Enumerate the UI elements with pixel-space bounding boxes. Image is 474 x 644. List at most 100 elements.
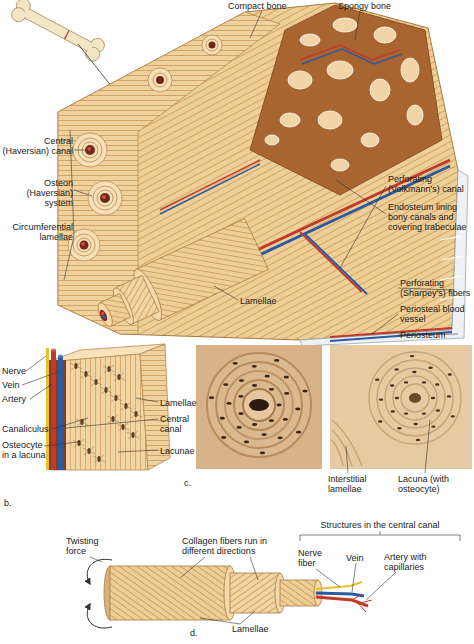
leader-lines (355, 11, 360, 40)
canaliculus (100, 386, 112, 394)
part-label: Endosteum lining bony canals and coverin… (388, 202, 474, 232)
spongy-bone (333, 18, 357, 32)
part-label: Compact bone (228, 1, 300, 11)
lacuna-dots (375, 355, 455, 441)
spongy-bone (401, 58, 419, 82)
lacuna (262, 433, 267, 436)
telescoped-osteon (98, 309, 109, 322)
canaliculus (70, 362, 82, 370)
leader-lines (240, 611, 255, 624)
spongy-bone (265, 135, 279, 145)
long-bone-icon (64, 30, 69, 39)
spongy-bone (302, 49, 402, 64)
part-label: Vein (2, 380, 42, 390)
osteon-cross-section (100, 193, 110, 203)
osteon-cross-section (87, 147, 91, 151)
lacuna (274, 359, 279, 362)
lacuna (391, 410, 395, 412)
part-label: Periosteum (400, 330, 472, 340)
leader-lines (136, 398, 158, 402)
part-label: Collagen fibers run in different directi… (182, 536, 292, 556)
part-label: Lamellae (240, 296, 290, 306)
osteon-cylinder (316, 593, 364, 596)
osteon-cross-section (153, 73, 167, 87)
leader-lines (70, 130, 74, 236)
part-label: Spongy bone (338, 1, 408, 11)
lacuna (284, 376, 289, 379)
panel-letter: d. (190, 628, 210, 638)
canaliculus (90, 378, 102, 386)
osteon-cross-section (156, 76, 164, 84)
spongy-bone (280, 113, 300, 127)
micrograph (369, 352, 461, 444)
spongy-bone (361, 133, 379, 147)
bracket-label: Structures in the central canal (292, 520, 468, 530)
leader-lines (372, 314, 398, 334)
blood-vessels (300, 232, 362, 292)
micrograph (385, 368, 445, 428)
blood-vessels (160, 164, 260, 214)
canaliculus (73, 439, 85, 447)
canaliculus (117, 423, 129, 431)
periosteum (300, 170, 468, 346)
canaliculus (113, 373, 125, 381)
micrograph (401, 384, 429, 412)
blood-vessels (305, 234, 367, 294)
part-label: Central canal (160, 414, 194, 434)
osteon-cross-section (68, 35, 222, 261)
osteon-cross-section (77, 238, 91, 252)
bone-block (58, 3, 468, 346)
leader-lines (44, 442, 78, 446)
micrograph (225, 371, 293, 439)
part-label: Circumferential lamellae (1, 222, 73, 242)
lacuna (265, 375, 270, 378)
lacuna (237, 426, 242, 429)
lacuna (220, 417, 225, 420)
leader-lines (214, 286, 238, 300)
lacuna (416, 439, 420, 441)
leader-lines (200, 618, 240, 624)
lacuna (394, 368, 398, 370)
lacuna (397, 427, 401, 429)
osteon-block (48, 354, 148, 470)
panel-letter: b. (4, 498, 24, 508)
osteon-block (58, 356, 63, 470)
periosteum (300, 170, 468, 346)
osteon-cross-section (202, 35, 222, 55)
leader-lines (30, 384, 52, 399)
canaliculus (120, 402, 132, 410)
canaliculus (130, 410, 142, 418)
osteon-cross-section (148, 68, 172, 92)
spongy-bone (331, 159, 349, 171)
osteon-cylinder (280, 580, 318, 606)
part-label: Lacuna (with osteocyte) (398, 474, 472, 494)
canaliculus (107, 415, 119, 423)
spongy-bone (288, 71, 312, 89)
spongy-bone (250, 5, 442, 195)
part-label: Osteocyte in a lacuna (2, 440, 48, 460)
lacuna-dots (209, 359, 308, 454)
osteon-cylinder (104, 566, 372, 620)
leader-lines (316, 569, 340, 587)
lacuna (431, 397, 435, 399)
lacuna (375, 378, 379, 380)
osteon-cylinder (110, 566, 230, 620)
osteon-block (51, 350, 56, 470)
part-label: Central (Haversian) canal (1, 136, 73, 156)
lacuna (284, 392, 289, 395)
lacuna (422, 412, 426, 414)
osteon-cross-section (88, 181, 122, 215)
lacuna (276, 404, 281, 407)
canaliculus (83, 447, 95, 455)
lacuna (277, 436, 282, 439)
lacuna (404, 381, 408, 383)
spongy-bone (370, 79, 390, 101)
leader-lines (250, 557, 258, 580)
micrograph (196, 345, 322, 469)
osteon-cross-section (73, 133, 107, 167)
spongy-bone (318, 111, 342, 129)
osteon-cross-section (209, 42, 216, 49)
spongy-bone (250, 5, 442, 195)
lacuna (283, 418, 288, 421)
